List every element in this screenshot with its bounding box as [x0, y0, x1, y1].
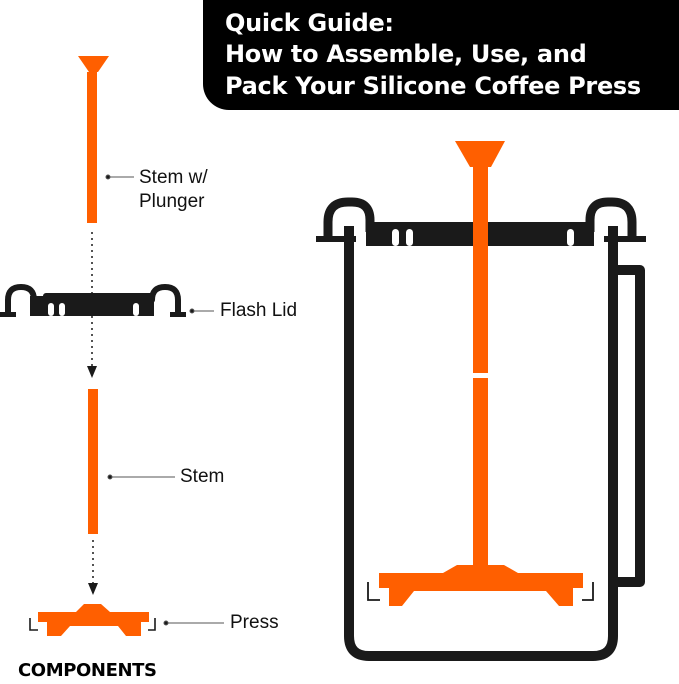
label-stem-with-plunger: Stem w/ Plunger: [139, 167, 208, 212]
title-banner: Quick Guide: How to Assemble, Use, and P…: [203, 0, 679, 110]
banner-title-line-2: How to Assemble, Use, and: [225, 40, 587, 68]
stem-part: [88, 389, 98, 534]
callout-leaders: [105, 174, 224, 626]
press-part: [29, 604, 156, 636]
stem-with-plunger-part: [78, 56, 109, 223]
flash-lid-slots: [48, 303, 139, 316]
assembled-press: [316, 141, 646, 661]
assembly-arrow-1: [87, 232, 97, 378]
banner-title-line-1: Quick Guide:: [225, 9, 394, 37]
banner-title-line-3: Pack Your Silicone Coffee Press: [225, 72, 641, 100]
label-stem: Stem: [180, 466, 225, 487]
components-heading: COMPONENTS: [18, 660, 157, 681]
label-press: Press: [230, 612, 279, 633]
label-flash-lid: Flash Lid: [220, 300, 298, 321]
assembly-arrow-2: [88, 540, 98, 595]
